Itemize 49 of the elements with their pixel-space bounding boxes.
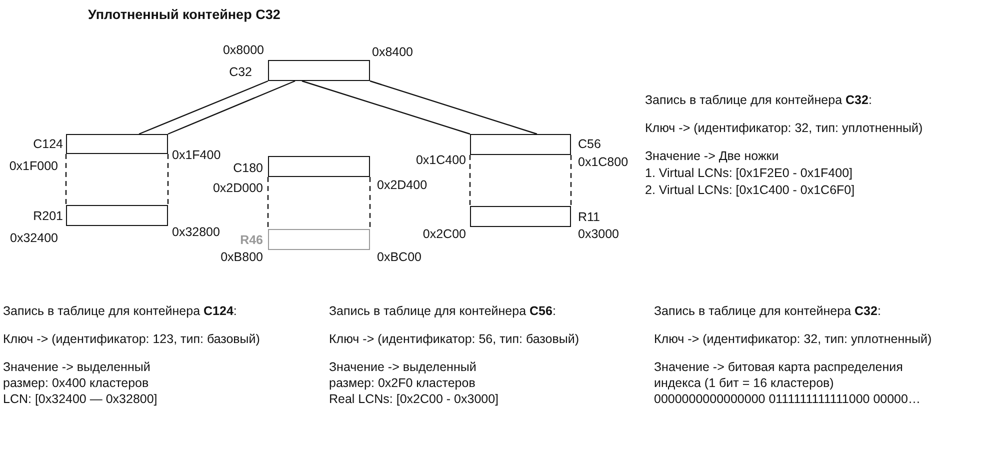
dashed-line [65, 154, 67, 205]
key-text: Ключ -> (идентификатор: 56, тип: базовый) [329, 331, 579, 347]
container-name: R201 [33, 208, 63, 224]
container-name: C180 [233, 160, 263, 176]
dashed-line [167, 154, 169, 205]
address-label: 0x32800 [172, 224, 220, 240]
value-text: Значение -> битовая карта распределения индекса (1 бит = 16 кластеров) [654, 359, 904, 391]
value-text: LCN: [0x32400 — 0x32800] [3, 391, 158, 407]
value-text: Значение -> Две ножки [645, 148, 779, 164]
table-entry-heading: Запись в таблице для контейнера C56: [329, 303, 556, 319]
key-text: Ключ -> (идентификатор: 32, тип: уплотненный) [645, 120, 923, 136]
value-text: Значение -> выделенный размер: 0x2F0 кластеров [329, 359, 478, 391]
connector-line [370, 80, 538, 135]
container-name: C124 [33, 136, 63, 152]
value-text: 0000000000000000 0111111111111000 00000… [654, 391, 920, 407]
diagram-title: Уплотненный контейнер C32 [88, 7, 280, 23]
address-label: 0x1C800 [578, 154, 628, 170]
key-text: Ключ -> (идентификатор: 32, тип: уплотненный) [654, 331, 932, 347]
table-entry-heading: Запись в таблице для контейнера C32: [654, 303, 881, 319]
container-name: C32 [229, 64, 252, 80]
address-label: 0x1F000 [9, 158, 58, 174]
value-text: 2. Virtual LCNs: [0x1C400 - 0x1C6F0] [645, 182, 855, 198]
dashed-line [469, 155, 471, 206]
value-text: Real LCNs: [0x2C00 - 0x3000] [329, 391, 499, 407]
address-label: 0x1F400 [172, 147, 221, 163]
connector-line [168, 80, 296, 135]
dashed-line [267, 177, 269, 229]
connector-line [302, 80, 470, 135]
value-text: Значение -> выделенный размер: 0x400 кластеров [3, 359, 152, 391]
container-name: R46 [240, 232, 263, 248]
table-entry-heading: Запись в таблице для контейнера C124: [3, 303, 237, 319]
address-label: 0x2D000 [212, 180, 263, 196]
address-label: 0xB800 [220, 249, 263, 265]
container-name: R11 [578, 209, 600, 225]
address-label: 0x32400 [10, 230, 58, 246]
address-label: 0x2D400 [377, 177, 428, 193]
address-label: 0xBC00 [377, 249, 422, 265]
dashed-line [570, 155, 572, 206]
address-label: 0x1C400 [416, 152, 466, 168]
address-label: 0x8000 [222, 42, 264, 58]
value-text: 1. Virtual LCNs: [0x1F2E0 - 0x1F400] [645, 165, 853, 181]
container-name: C56 [578, 136, 601, 152]
table-entry-heading: Запись в таблице для контейнера C32: [645, 92, 872, 108]
connector-line [138, 80, 268, 135]
key-text: Ключ -> (идентификатор: 123, тип: базовый) [3, 331, 260, 347]
dashed-line [369, 177, 371, 229]
address-label: 0x2C00 [422, 226, 466, 242]
address-label: 0x3000 [578, 226, 620, 242]
address-label: 0x8400 [372, 44, 414, 60]
